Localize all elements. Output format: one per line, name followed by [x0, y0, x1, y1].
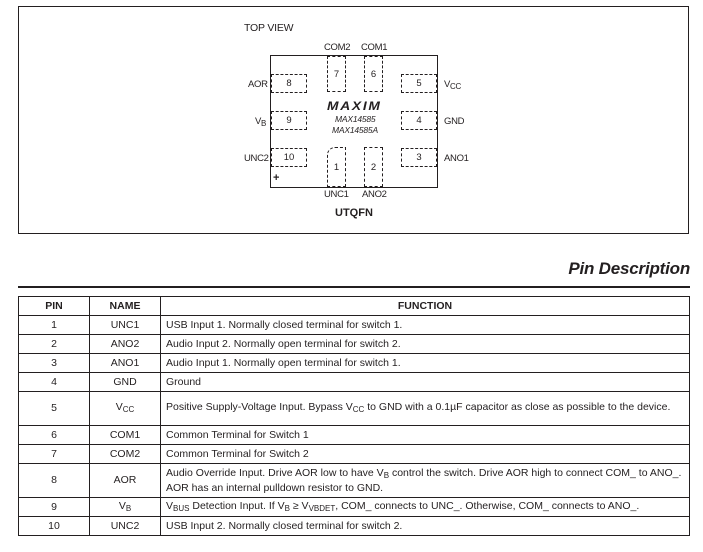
pin-label-gnd: GND [444, 116, 465, 127]
pad-3: 3 [401, 148, 437, 167]
name-cell: GND [89, 372, 161, 392]
name-cell: VCC [89, 391, 161, 426]
table-row: 5 VCC Positive Supply-Voltage Input. Byp… [18, 391, 690, 426]
header-pin: PIN [18, 296, 90, 316]
table-row: 9 VB VBUS Detection Input. If VB ≥ VVBDE… [18, 497, 690, 517]
function-cell: VBUS Detection Input. If VB ≥ VVBDET, CO… [160, 497, 690, 517]
pad-7: 7 [327, 56, 346, 92]
maxim-logo: MAXIM [327, 99, 382, 113]
pad-4: 4 [401, 111, 437, 130]
table-row: 8 AOR Audio Override Input. Drive AOR lo… [18, 463, 690, 498]
name-cell: ANO2 [89, 334, 161, 354]
name-cell: ANO1 [89, 353, 161, 373]
table-row: 3 ANO1 Audio Input 1. Normally open term… [18, 353, 690, 373]
header-function: FUNCTION [160, 296, 690, 316]
function-cell: USB Input 2. Normally closed terminal fo… [160, 516, 690, 536]
part-number-1: MAX14585 [335, 114, 376, 124]
pin-cell: 6 [18, 425, 90, 445]
pin-label-com2: COM2 [324, 42, 351, 53]
pin-description-table: PIN NAME FUNCTION 1 UNC1 USB Input 1. No… [18, 296, 690, 536]
pin-label-com1: COM1 [361, 42, 388, 53]
pin-cell: 4 [18, 372, 90, 392]
table-row: 6 COM1 Common Terminal for Switch 1 [18, 425, 690, 445]
table-header-row: PIN NAME FUNCTION [18, 296, 690, 316]
pin-label-unc2: UNC2 [244, 153, 269, 164]
package-diagram-frame [18, 6, 689, 234]
function-cell: Audio Input 2. Normally open terminal fo… [160, 334, 690, 354]
function-cell: Ground [160, 372, 690, 392]
table-row: 10 UNC2 USB Input 2. Normally closed ter… [18, 516, 690, 536]
pin-label-ano2: ANO2 [362, 189, 387, 200]
pin-cell: 8 [18, 463, 90, 498]
top-view-label: TOP VIEW [244, 22, 294, 34]
function-cell: Audio Input 1. Normally open terminal fo… [160, 353, 690, 373]
pad-5: 5 [401, 74, 437, 93]
pad-9: 9 [271, 111, 307, 130]
pad-8: 8 [271, 74, 307, 93]
name-cell: VB [89, 497, 161, 517]
pin-label-vcc: VCC [444, 79, 462, 91]
pin-cell: 5 [18, 391, 90, 426]
pad-10: 10 [271, 148, 307, 167]
pin-cell: 2 [18, 334, 90, 354]
function-cell: Common Terminal for Switch 2 [160, 444, 690, 464]
function-cell: Positive Supply-Voltage Input. Bypass VC… [160, 391, 690, 426]
pad-2: 2 [364, 147, 383, 187]
part-number-2: MAX14585A [332, 125, 378, 135]
name-cell: COM1 [89, 425, 161, 445]
table-row: 2 ANO2 Audio Input 2. Normally open term… [18, 334, 690, 354]
pin-label-unc1: UNC1 [324, 189, 349, 200]
pin-label-aor: AOR [248, 79, 268, 90]
name-cell: AOR [89, 463, 161, 498]
function-cell: Common Terminal for Switch 1 [160, 425, 690, 445]
pin-label-ano1: ANO1 [444, 153, 469, 164]
function-cell: Audio Override Input. Drive AOR low to h… [160, 463, 690, 498]
function-cell: USB Input 1. Normally closed terminal fo… [160, 315, 690, 335]
title-rule [18, 286, 690, 288]
pin-cell: 10 [18, 516, 90, 536]
pin-cell: 3 [18, 353, 90, 373]
header-name: NAME [89, 296, 161, 316]
pin-cell: 7 [18, 444, 90, 464]
name-cell: UNC2 [89, 516, 161, 536]
table-row: 1 UNC1 USB Input 1. Normally closed term… [18, 315, 690, 335]
pad-6: 6 [364, 56, 383, 92]
chip-body [270, 55, 438, 188]
section-title: Pin Description [568, 259, 690, 278]
table-row: 4 GND Ground [18, 372, 690, 392]
pin-label-vb: VB [255, 116, 267, 128]
name-cell: COM2 [89, 444, 161, 464]
name-cell: UNC1 [89, 315, 161, 335]
table-row: 7 COM2 Common Terminal for Switch 2 [18, 444, 690, 464]
pin-cell: 9 [18, 497, 90, 517]
pin1-orientation-mark: + [273, 172, 280, 184]
pad-1: 1 [327, 147, 346, 187]
pin-cell: 1 [18, 315, 90, 335]
package-name: UTQFN [335, 207, 373, 219]
